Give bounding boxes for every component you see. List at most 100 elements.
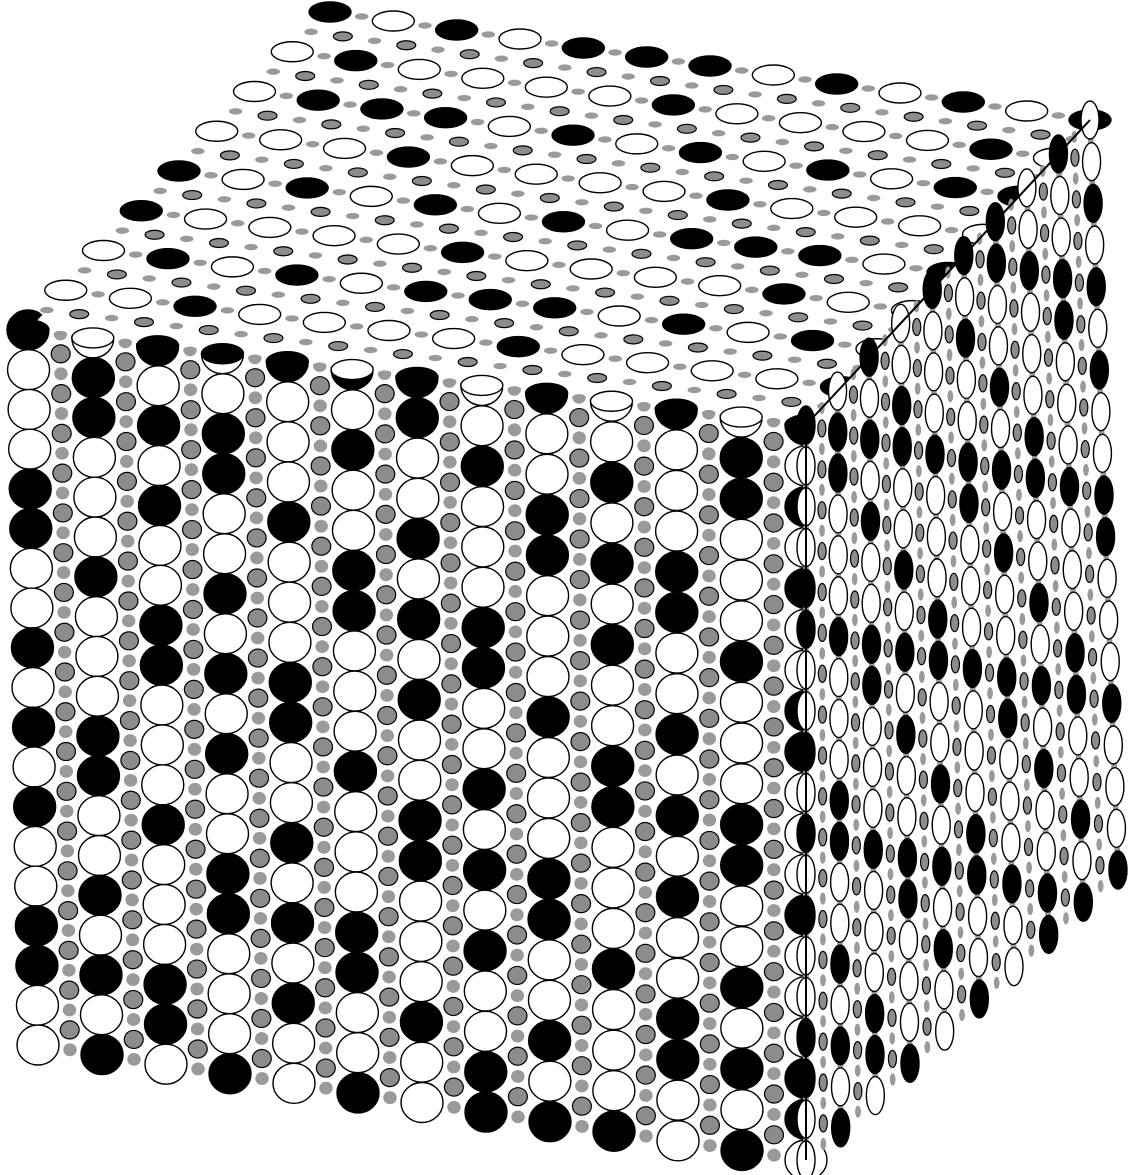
right-small-atom [951, 615, 959, 632]
right-small-atom [1039, 183, 1047, 200]
right-small-atom [1044, 349, 1052, 366]
front-small-atom [506, 522, 525, 540]
right-large-atom [1066, 634, 1084, 672]
front-bond [767, 619, 780, 632]
front-bond [703, 854, 716, 867]
right-bond [979, 315, 985, 327]
front-large-atom [138, 446, 180, 486]
right-large-atom [900, 962, 918, 1000]
front-bond [703, 895, 716, 908]
front-small-atom [764, 963, 783, 981]
front-bond [379, 528, 392, 541]
front-small-atom [123, 911, 142, 929]
top-bond [538, 238, 551, 244]
front-large-atom [77, 716, 119, 756]
front-large-atom [337, 1073, 379, 1113]
front-small-atom [572, 1057, 591, 1075]
right-bond [888, 909, 894, 921]
front-small-atom [124, 991, 143, 1009]
front-bond [317, 761, 330, 774]
front-bond [185, 503, 198, 516]
front-small-atom [635, 741, 654, 759]
right-large-atom [1028, 501, 1046, 539]
right-bond [957, 885, 963, 897]
top-bond [346, 213, 359, 219]
front-small-atom [442, 756, 461, 774]
top-large-atom [398, 59, 440, 79]
right-bond [820, 1056, 826, 1068]
top-large-atom [562, 38, 604, 58]
top-small-atom [467, 272, 486, 281]
front-bond [316, 720, 329, 733]
front-large-atom [656, 674, 698, 714]
right-large-atom [896, 674, 914, 712]
right-small-atom [819, 992, 827, 1009]
top-bond [803, 186, 816, 192]
right-small-atom [887, 886, 895, 903]
right-bond [1057, 705, 1063, 717]
right-large-atom [1073, 842, 1091, 880]
front-large-atom [656, 714, 698, 754]
front-small-atom [248, 569, 267, 587]
top-bond [471, 119, 484, 125]
right-small-atom [1023, 797, 1031, 814]
front-small-atom [183, 600, 202, 618]
top-large-atom [934, 178, 976, 198]
front-large-atom [592, 868, 634, 908]
top-large-atom [525, 77, 567, 97]
front-bond [316, 680, 329, 693]
top-small-atom [782, 397, 801, 406]
front-large-atom [397, 559, 439, 599]
top-bond [479, 339, 492, 345]
top-small-atom [375, 216, 394, 225]
top-small-atom [696, 258, 715, 267]
right-large-atom [1072, 800, 1090, 838]
right-bond [958, 926, 964, 938]
front-bond [60, 765, 73, 778]
right-large-atom [1092, 393, 1110, 431]
front-bond [57, 606, 70, 619]
top-bond [762, 115, 775, 121]
top-bond [748, 91, 761, 97]
front-large-atom [76, 676, 118, 716]
front-bond [444, 577, 457, 590]
top-bond [484, 143, 497, 149]
front-large-atom [720, 438, 762, 478]
front-bond [190, 943, 203, 956]
top-small-atom [705, 172, 724, 181]
right-bond [820, 770, 826, 782]
top-large-atom [372, 11, 414, 31]
front-bond [315, 640, 328, 653]
front-bond [639, 927, 652, 940]
front-large-atom [657, 1121, 699, 1161]
right-small-atom [979, 375, 987, 392]
front-small-atom [378, 787, 397, 805]
right-bond [1019, 613, 1025, 625]
right-small-atom [1042, 266, 1050, 283]
front-large-atom [333, 551, 375, 591]
top-bond [521, 104, 534, 110]
front-bond [58, 685, 71, 698]
right-large-atom [933, 847, 951, 885]
top-large-atom [827, 292, 869, 312]
right-large-atom [1034, 708, 1052, 746]
right-small-atom [914, 401, 922, 418]
top-large-atom [147, 249, 189, 269]
right-small-atom [819, 911, 827, 928]
front-small-atom [121, 751, 140, 769]
right-large-atom [1038, 874, 1056, 912]
right-bond [1077, 297, 1083, 309]
front-bond [125, 894, 138, 907]
front-bond [446, 940, 459, 953]
right-bond [851, 409, 857, 421]
front-small-atom [376, 425, 395, 443]
top-large-atom [461, 375, 503, 395]
front-bond [446, 899, 459, 912]
front-large-atom [336, 952, 378, 992]
right-small-atom [850, 550, 858, 567]
front-bond [703, 976, 716, 989]
right-bond [1023, 737, 1029, 749]
top-small-atom [487, 98, 506, 107]
top-small-atom [311, 207, 330, 216]
front-large-atom [396, 398, 438, 438]
